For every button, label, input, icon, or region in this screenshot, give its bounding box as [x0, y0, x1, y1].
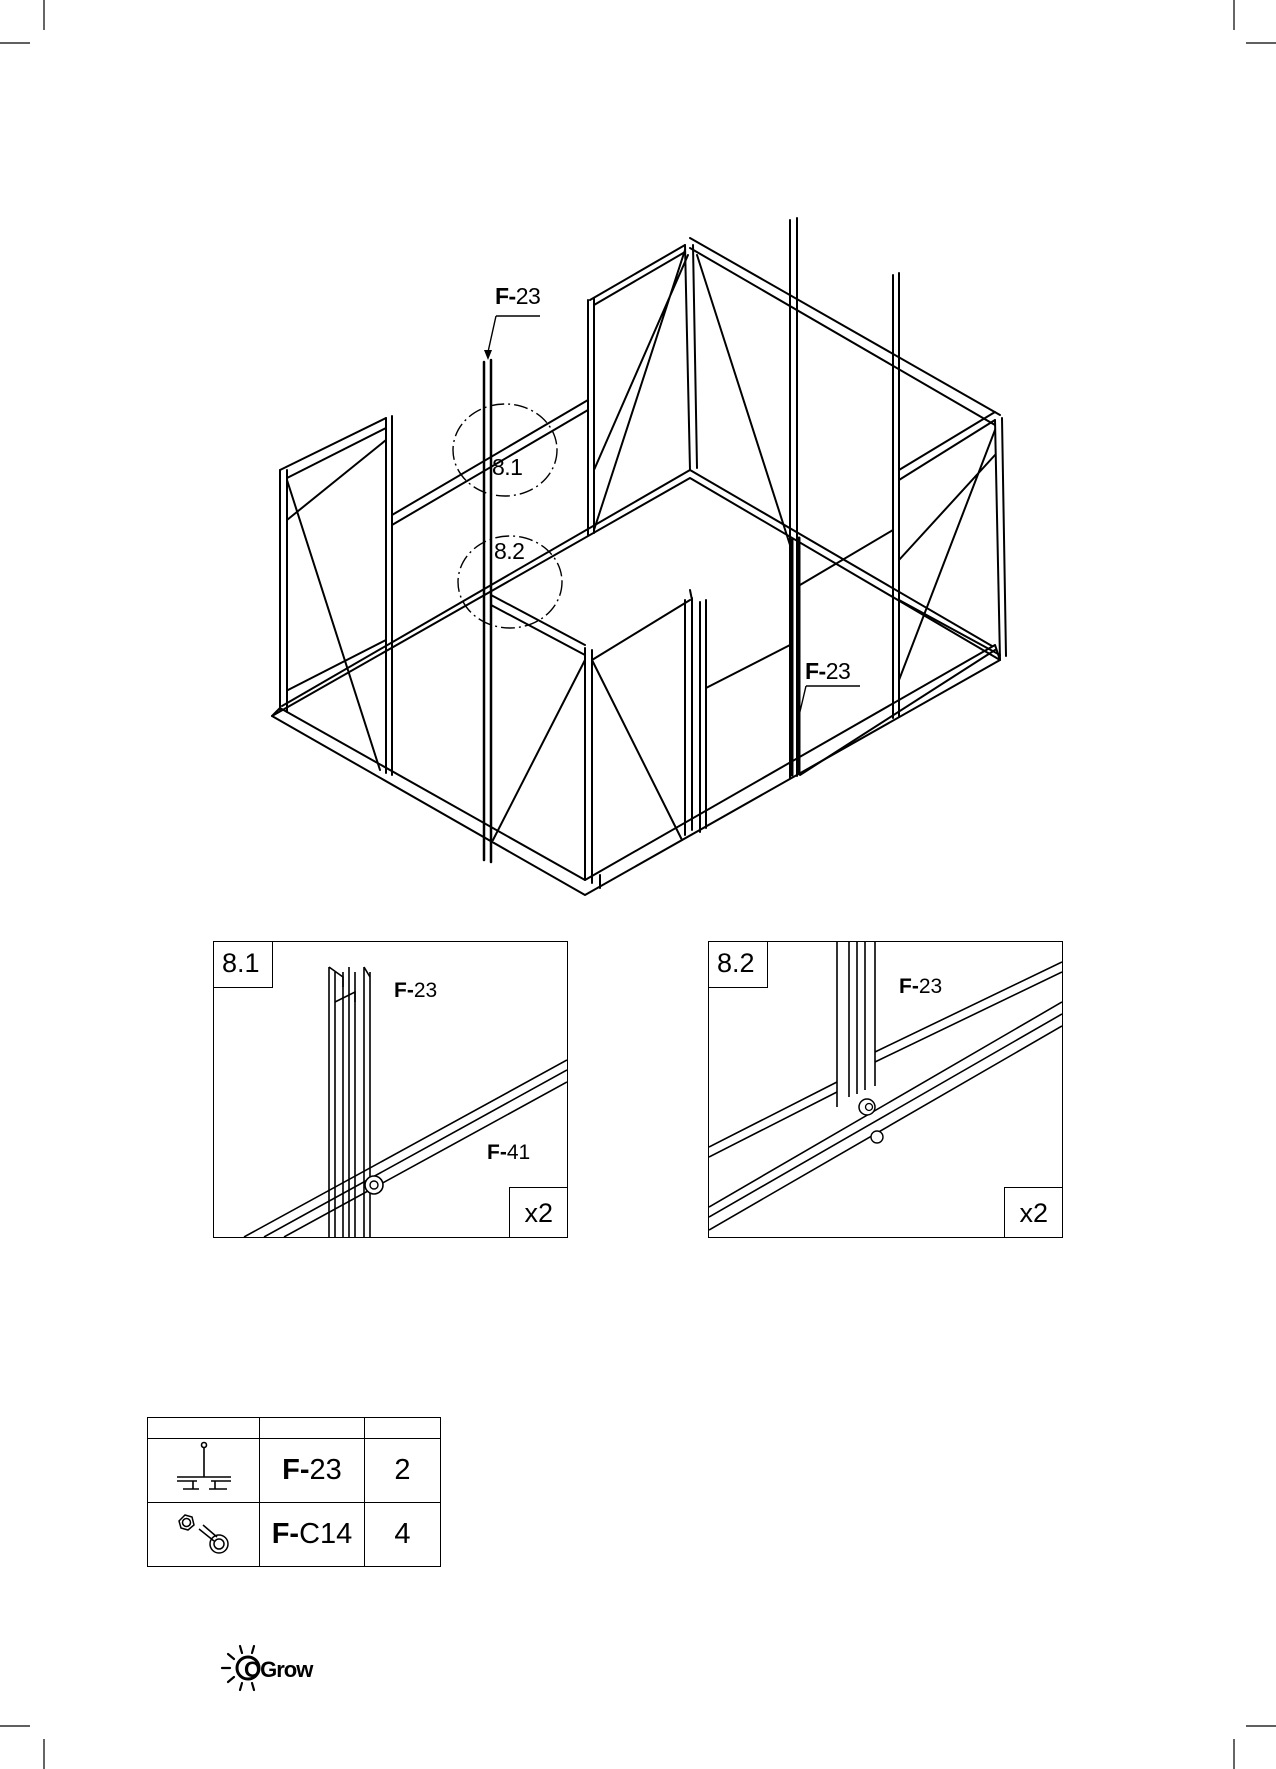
part-qty: 4: [365, 1503, 441, 1567]
detail-b-upper-part: F-23: [899, 976, 942, 997]
detail-panel-b: 8.2 F-23 x2: [708, 941, 1063, 1238]
parts-table: F-23 2 F-C14 4: [147, 1417, 441, 1567]
detail-b-label: 8.2: [708, 941, 768, 988]
brand-logo: OGrow: [218, 1640, 328, 1696]
brand-name: OGrow: [244, 1657, 312, 1683]
detail-panel-a: 8.1 F-23 F-41 x2: [213, 941, 568, 1238]
profile-bar-icon: [148, 1439, 260, 1503]
detail-a-lower-part: F-41: [487, 1142, 530, 1163]
detail-b-qty: x2: [1004, 1187, 1063, 1238]
detail-a-qty: x2: [509, 1187, 568, 1238]
parts-table-header: [148, 1418, 441, 1439]
part-code: F-C14: [260, 1503, 365, 1567]
detail-a-label: 8.1: [213, 941, 273, 988]
callout-top-part: F-23: [495, 285, 540, 308]
nut-bolt-icon: [148, 1503, 260, 1567]
part-qty: 2: [365, 1439, 441, 1503]
frame-illustration: [0, 0, 1276, 920]
parts-table-row: F-C14 4: [148, 1503, 441, 1567]
detail-a-upper-part: F-23: [394, 980, 437, 1001]
callout-right-part: F-23: [805, 660, 850, 683]
zone-label-b: 8.2: [494, 540, 524, 563]
part-code: F-23: [260, 1439, 365, 1503]
zone-label-a: 8.1: [492, 456, 522, 479]
parts-table-row: F-23 2: [148, 1439, 441, 1503]
